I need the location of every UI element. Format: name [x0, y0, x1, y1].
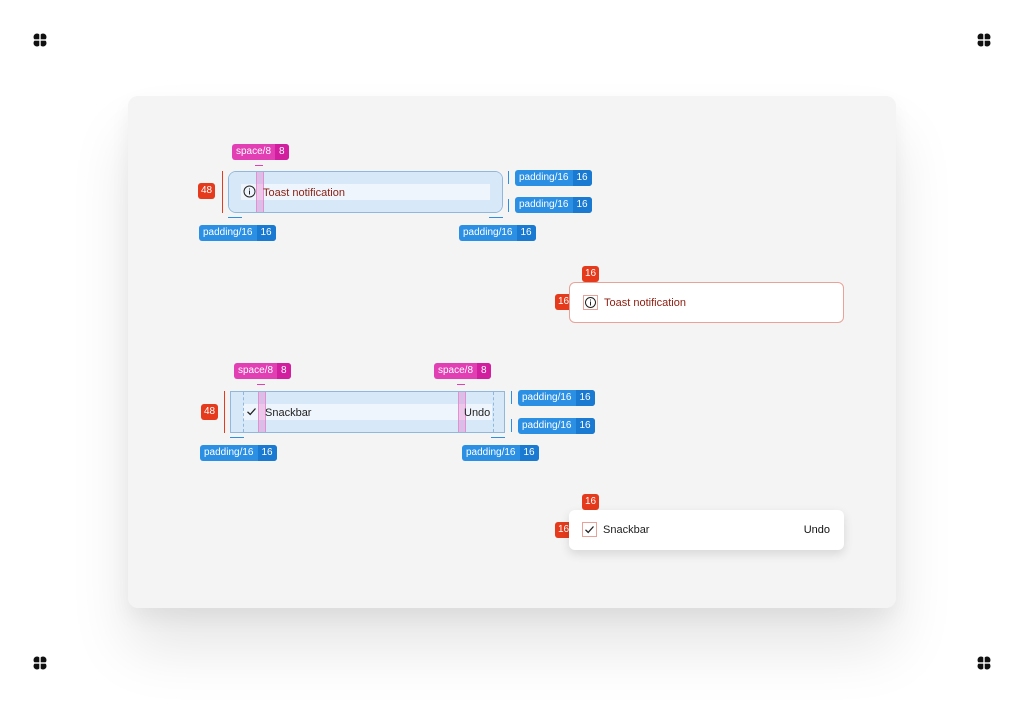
padding-measure: [508, 199, 509, 212]
padding-measure: [491, 437, 505, 438]
padding-measure: [511, 391, 512, 404]
undo-button[interactable]: Undo: [803, 524, 830, 536]
snackbar-spec-action: Undo: [464, 407, 491, 419]
snackbar-text: Snackbar: [603, 524, 650, 536]
padding-measure: [489, 217, 503, 218]
snackbar[interactable]: Snackbar Undo: [569, 510, 844, 550]
padding-measure: [508, 171, 509, 184]
toast-notification[interactable]: Toast notification: [569, 282, 844, 323]
toast-spec-text: Toast notification: [263, 187, 345, 199]
padding-measure: [230, 437, 244, 438]
height-badge: 48: [201, 404, 219, 420]
size-badge: 16: [555, 294, 573, 310]
size-badge: 16: [582, 266, 600, 282]
space-measure: [255, 165, 263, 166]
corner-mark-icon: [31, 654, 49, 672]
corner-mark-icon: [975, 654, 993, 672]
padding-measure: [511, 419, 512, 432]
check-icon: [246, 406, 257, 421]
size-badge: 16: [555, 522, 573, 538]
space-measure: [257, 384, 265, 385]
snackbar-spec-text: Snackbar: [265, 407, 312, 419]
corner-mark-icon: [975, 31, 993, 49]
height-measure: [222, 171, 223, 213]
toast-spec-frame: Toast notification: [228, 171, 503, 213]
space-measure: [457, 384, 465, 385]
check-icon: [582, 522, 597, 537]
height-measure: [224, 391, 225, 433]
corner-mark-icon: [31, 31, 49, 49]
size-badge: 16: [582, 494, 600, 510]
height-badge: 48: [198, 183, 216, 199]
padding-measure: [228, 217, 242, 218]
snackbar-spec-frame: Snackbar Undo: [230, 391, 505, 433]
toast-text: Toast notification: [604, 297, 686, 309]
info-icon: [243, 185, 256, 202]
info-icon: [583, 295, 598, 310]
